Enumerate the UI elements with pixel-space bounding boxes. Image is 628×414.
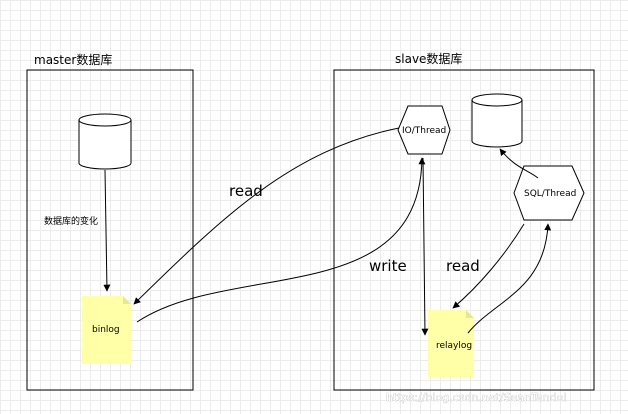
edge-binlog-to-io bbox=[136, 157, 426, 323]
relaylog-note bbox=[428, 310, 474, 377]
master-title: master数据库 bbox=[34, 52, 112, 67]
slave-title: slave数据库 bbox=[395, 51, 462, 66]
slave-container bbox=[333, 69, 595, 391]
edge-sql-read-relaylog bbox=[452, 223, 525, 309]
io-thread-label: IO/Thread bbox=[402, 126, 446, 136]
edge-io-read-binlog bbox=[133, 127, 400, 305]
relaylog-label: relaylog bbox=[436, 341, 472, 351]
edge-sql-to-slave-db bbox=[499, 148, 539, 179]
edge-label-read-right: read bbox=[446, 257, 480, 275]
binlog-label: binlog bbox=[92, 325, 120, 335]
io-thread-node bbox=[397, 105, 451, 155]
binlog-note bbox=[82, 296, 131, 364]
edge-io-write-relaylog bbox=[421, 157, 429, 336]
master-database-icon bbox=[78, 113, 132, 170]
sql-thread-node bbox=[513, 165, 585, 221]
edge-label-read-left: read bbox=[229, 182, 263, 200]
edge-relaylog-to-sql bbox=[467, 223, 552, 334]
slave-database-icon bbox=[471, 93, 523, 148]
watermark-text: https://blog.csdn.net/SeanTandol bbox=[386, 391, 567, 404]
edge-db-to-binlog bbox=[103, 169, 111, 292]
sql-thread-label: SQL/Thread bbox=[524, 189, 576, 199]
edge-label-write: write bbox=[369, 257, 407, 275]
master-container bbox=[26, 69, 194, 391]
master-change-label: 数据库的变化 bbox=[44, 215, 98, 227]
